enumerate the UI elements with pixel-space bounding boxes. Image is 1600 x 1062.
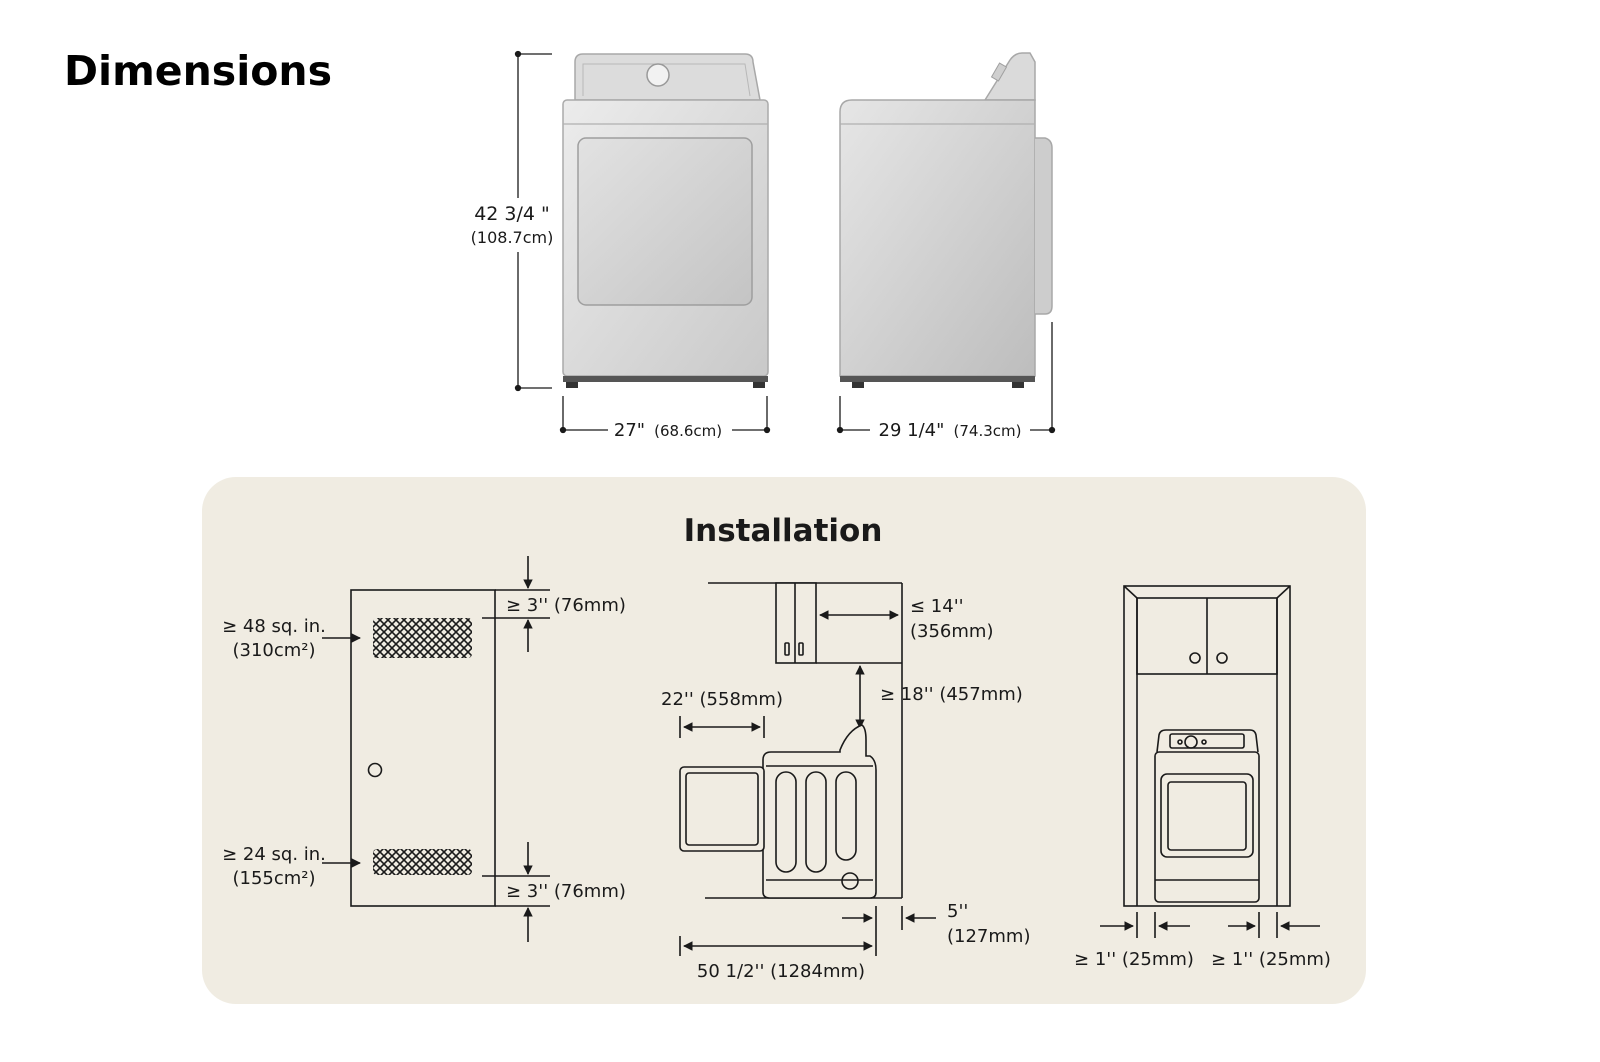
width-inches: 27"	[614, 420, 645, 441]
product-front-view	[562, 53, 769, 388]
bottom-vent-area-metric: (155cm²)	[232, 868, 315, 889]
right-side-clearance: ≥ 1'' (25mm)	[1211, 949, 1331, 970]
open-door	[679, 766, 765, 852]
front-installation-diagram	[1100, 585, 1320, 938]
depth-cm: (74.3cm)	[954, 422, 1022, 440]
side-installation-diagram	[679, 582, 936, 956]
product-side-view	[839, 52, 1053, 388]
rear-clearance-label: 5''	[947, 901, 968, 922]
total-depth-label: 50 1/2'' (1284mm)	[697, 961, 865, 982]
installation-title: Installation	[684, 513, 883, 549]
bottom-clearance-label: ≥ 3'' (76mm)	[506, 881, 626, 902]
upper-cabinet	[775, 582, 817, 664]
depth-dimension	[836, 322, 1056, 434]
height-cm-label: (108.7cm)	[471, 228, 554, 247]
top-vent-area-metric: (310cm²)	[232, 640, 315, 661]
width-cm: (68.6cm)	[654, 422, 722, 440]
height-dimension	[514, 50, 552, 392]
front-door	[577, 137, 753, 306]
bottom-vent	[373, 849, 472, 875]
depth-inches: 29 1/4"	[879, 420, 945, 441]
closet-vent-diagram	[322, 556, 550, 942]
door-swing-label: 22'' (558mm)	[661, 689, 783, 710]
bottom-vent-area: ≥ 24 sq. in.	[222, 844, 326, 865]
width-label: 27" (68.6cm)	[614, 420, 722, 441]
cabinet-clearance-label: ≥ 18'' (457mm)	[880, 684, 1023, 705]
height-inches-label: 42 3/4 "	[474, 203, 550, 225]
top-vent-area: ≥ 48 sq. in.	[222, 616, 326, 637]
rear-clearance-metric: (127mm)	[947, 926, 1030, 947]
control-knob-icon	[646, 63, 670, 87]
left-side-clearance: ≥ 1'' (25mm)	[1074, 949, 1194, 970]
page-title: Dimensions	[64, 47, 332, 95]
alcove-dryer	[1154, 751, 1260, 903]
door-knob-icon	[367, 762, 383, 778]
cabinet-depth-metric: (356mm)	[910, 621, 993, 642]
top-vent	[373, 618, 472, 658]
cabinet-depth-label: ≤ 14''	[910, 596, 964, 617]
top-clearance-label: ≥ 3'' (76mm)	[506, 595, 626, 616]
width-dimension	[559, 396, 771, 434]
depth-label: 29 1/4" (74.3cm)	[879, 420, 1022, 441]
